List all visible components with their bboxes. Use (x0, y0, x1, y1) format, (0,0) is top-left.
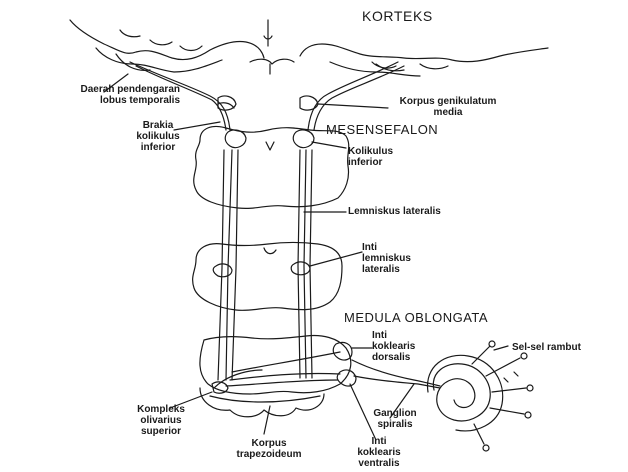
cortex-left-inner (96, 48, 222, 72)
label-inti-lem-line-1: Inti (362, 242, 411, 253)
label-inti-dor-line-3: dorsalis (372, 352, 415, 363)
label-inti-ven-line-1: Inti (344, 436, 414, 447)
hair-cell-end-2 (521, 353, 527, 359)
midbrain-section (194, 127, 349, 209)
right-ascending-tract-1 (298, 150, 300, 378)
trapezoid-body (210, 396, 320, 402)
hair-cell-end-3 (527, 385, 533, 391)
label-daerah-line-1: Daerah pendengaran (2, 84, 180, 95)
label-brakia-line-2: kolikulus (128, 131, 188, 142)
label-medula-oblongata: MEDULA OBLONGATA (344, 310, 488, 325)
cochlear-nerve (352, 360, 440, 388)
hair-cell-fiber-1 (472, 346, 490, 364)
right-colliculus (293, 130, 314, 148)
label-kompleks-line-3: superior (126, 426, 196, 437)
label-inti-dor-line-1: Inti (372, 330, 415, 341)
left-ascending-tract-3 (232, 150, 238, 380)
label-kompleks-olivarius: Kompleks olivarius superior (126, 404, 196, 437)
cortex-right-hemisphere (300, 44, 548, 62)
label-korpus-genikulatum: Korpus genikulatum media (388, 96, 508, 118)
label-mesensefalon-text: MESENSEFALON (326, 122, 438, 137)
right-geniculate-body (300, 96, 318, 110)
label-mesensefalon: MESENSEFALON (326, 122, 438, 137)
label-korteks: KORTEKS (362, 8, 433, 24)
left-auditory-area (116, 54, 150, 70)
label-korpus-trapezoideum: Korpus trapezoideum (224, 438, 314, 460)
label-inti-lem-line-3: lateralis (362, 264, 411, 275)
label-ganglion-spiralis: Ganglion spiralis (360, 408, 430, 430)
label-kompleks-line-2: olivarius (126, 415, 196, 426)
cortex-left-hemisphere (70, 20, 264, 60)
label-inti-ven-line-2: koklearis (344, 447, 414, 458)
midbrain-aqueduct (266, 142, 274, 150)
cochlea-spiral (433, 364, 490, 421)
label-brakia-line-3: inferior (128, 142, 188, 153)
pons-fourth-ventricle (264, 248, 276, 254)
label-inti-dor-line-2: koklearis (372, 341, 415, 352)
label-daerah-pendengaran: Daerah pendengaran lobus temporalis (2, 84, 180, 106)
label-sel-rambut: Sel-sel rambut (512, 342, 581, 353)
label-kolikulus-line-2: inferior (348, 157, 393, 168)
leader-kolikulus (312, 142, 346, 148)
label-lemniskus-lateralis: Lemniskus lateralis (348, 206, 441, 217)
hair-cell-fiber-4 (490, 408, 524, 414)
hair-cell-end-4 (525, 412, 531, 418)
label-medula-text: MEDULA OBLONGATA (344, 310, 488, 325)
label-brakia-line-1: Brakia (128, 120, 188, 131)
right-ascending-tract-2 (304, 150, 306, 378)
left-geniculate-lines (218, 103, 234, 108)
crossing-fibers (226, 352, 340, 386)
leader-inti-lemniskus (310, 252, 362, 266)
label-lemniskus-text: Lemniskus lateralis (348, 206, 441, 217)
cochlea-outer (428, 355, 503, 431)
leader-sel-rambut (494, 346, 508, 350)
label-korpus-gen-line-1: Korpus genikulatum (388, 96, 508, 107)
label-brakia-kolikulus: Brakia kolikulus inferior (128, 120, 188, 153)
hair-cell-fiber-3 (492, 388, 526, 392)
label-korpus-gen-line-2: media (388, 107, 508, 118)
right-lemniscus-nucleus (291, 262, 310, 275)
label-kolikulus-line-1: Kolikulus (348, 146, 393, 157)
medulla-section (200, 336, 351, 395)
label-ganglion-line-1: Ganglion (360, 408, 430, 419)
cortex-left-gyri (120, 30, 202, 51)
label-daerah-line-2: lobus temporalis (2, 95, 180, 106)
label-kolikulus-inferior: Kolikulus inferior (348, 146, 393, 168)
right-ascending-tract-3 (310, 150, 312, 378)
label-korpus-tr-line-2: trapezoideum (224, 449, 314, 460)
label-kompleks-line-1: Kompleks (126, 404, 196, 415)
label-inti-dorsalis: Inti koklearis dorsalis (372, 330, 415, 363)
label-korteks-text: KORTEKS (362, 8, 433, 24)
label-ganglion-line-2: spiralis (360, 419, 430, 430)
leader-korpus-genikulatum (318, 104, 388, 108)
label-sel-rambut-text: Sel-sel rambut (512, 342, 581, 353)
left-colliculus (225, 130, 246, 148)
hair-cell-end-1 (489, 341, 495, 347)
hair-cell-end-5 (483, 445, 489, 451)
hair-cell-marks (504, 372, 518, 382)
label-inti-ventralis: Inti koklearis ventralis (344, 436, 414, 469)
label-inti-ven-line-3: ventralis (344, 458, 414, 469)
label-inti-lemniskus: Inti lemniskus lateralis (362, 242, 411, 275)
label-korpus-tr-line-1: Korpus (224, 438, 314, 449)
label-inti-lem-line-2: lemniskus (362, 253, 411, 264)
